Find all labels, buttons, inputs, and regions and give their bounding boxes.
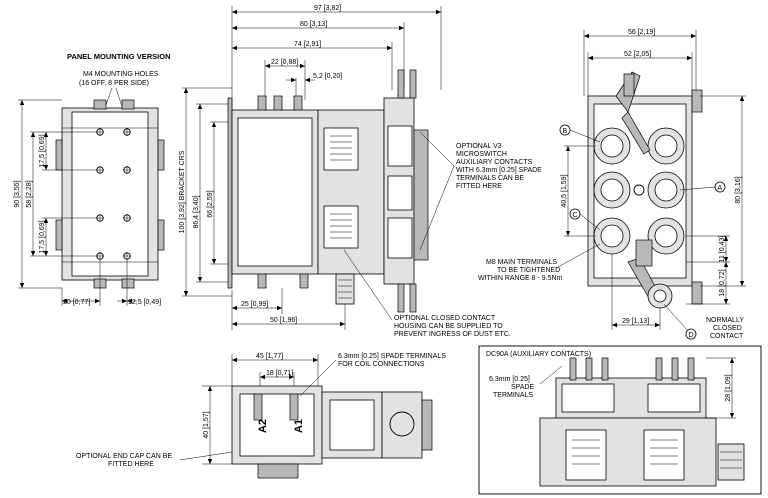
dim-12-5: 12,5 [0,49] bbox=[128, 299, 161, 306]
panel-plate bbox=[71, 111, 149, 277]
dim-52: 52 [2,05] bbox=[624, 51, 651, 58]
v3-note-1: OPTIONAL V3 bbox=[456, 143, 502, 150]
aux-box-title: DC90A (AUXILIARY CONTACTS) bbox=[486, 351, 591, 358]
spade-coil-note-1: 6.3mm [0.25] SPADE TERMINALS bbox=[338, 353, 446, 360]
end-cap-note-1: OPTIONAL END CAP CAN BE bbox=[76, 453, 172, 460]
v3-note-2: MICROSWITCH bbox=[456, 151, 507, 158]
dim-17-5-top: 17,5 [0,69] bbox=[39, 134, 46, 167]
coil-label-a2: A2 bbox=[257, 419, 269, 433]
aux-box-frame bbox=[478, 345, 762, 495]
front-view: 56 [2,19] 52 [2,05] B bbox=[478, 29, 746, 340]
dim-66: 66 [2,59] bbox=[207, 190, 214, 217]
panel-mounting-view: PANEL MOUNTING VERSION M4 MOUNTING HOLES… bbox=[14, 52, 170, 306]
closed-housing-note-1: OPTIONAL CLOSED CONTACT bbox=[394, 315, 496, 322]
dim-90: 90 [3,55] bbox=[14, 180, 21, 207]
dim-86-4: 86,4 [3,40] bbox=[193, 195, 200, 228]
side-view: 97 [3,82] 80 [3,13] 74 [2,91] 22 [0,88] … bbox=[179, 5, 542, 338]
end-cap-note-2: FITTED HERE bbox=[108, 461, 154, 468]
svg-text:D: D bbox=[689, 332, 694, 339]
v3-note-6: FITTED HERE bbox=[456, 183, 502, 190]
dim-56: 56 [2,19] bbox=[628, 29, 655, 36]
svg-text:A: A bbox=[718, 185, 723, 192]
closed-housing-note-3: PREVENT INGRESS OF DUST ETC. bbox=[394, 331, 511, 338]
dim-11: 11 [0,43] bbox=[719, 236, 726, 263]
dim-40: 40 [1,57] bbox=[203, 411, 210, 438]
dim-17-5-bottom: 17,5 [0,69] bbox=[39, 220, 46, 253]
bottom-view: 45 [1,77] 18 [0,71] 40 [1,57] A2 A1 6.3m… bbox=[76, 353, 446, 479]
v3-note-4: WITH 6.3mm [0.25] SPADE bbox=[456, 167, 542, 174]
dim-58: 58 [2,28] bbox=[26, 180, 33, 207]
mounting-holes-note-2: (16 OFF, 8 PER SIDE) bbox=[79, 80, 149, 87]
dim-97: 97 [3,82] bbox=[314, 5, 341, 12]
mounting-holes-note-1: M4 MOUNTING HOLES bbox=[83, 71, 159, 78]
aux-spade-note-3: TERMINALS bbox=[493, 392, 533, 399]
main-terminals-note-3: WITHIN RANGE 8 - 9.5Nm bbox=[478, 275, 563, 282]
normally-closed-note-1: NORMALLY bbox=[706, 317, 744, 324]
dim-20: 20 [0,77] bbox=[63, 299, 90, 306]
aux-spade-note-2: SPADE bbox=[511, 384, 535, 391]
dim-100-bracket: 100 [3,92] BRACKET CRS bbox=[179, 150, 186, 233]
dim-18: 18 [0,71] bbox=[266, 370, 293, 377]
main-terminals-note-2: TO BE TIGHTENED bbox=[497, 267, 560, 274]
dim-28: 28 [1,09] bbox=[725, 374, 732, 401]
marker-d bbox=[685, 328, 697, 340]
svg-text:B: B bbox=[563, 128, 568, 135]
m8-terminal-bolt bbox=[335, 273, 355, 305]
dim-40-5: 40,5 [1,59] bbox=[561, 174, 568, 207]
aux-contacts-panel: DC90A (AUXILIARY CONTACTS) 6.3mm [0.25] … bbox=[478, 345, 762, 495]
normally-closed-note-2: CLOSED bbox=[713, 325, 742, 332]
svg-text:C: C bbox=[573, 212, 578, 219]
closed-housing-note-2: HOUSING CAN BE SUPPLIED TO bbox=[394, 323, 503, 330]
coil-label-a1: A1 bbox=[293, 419, 305, 433]
dim-25: 25 [0,99] bbox=[241, 301, 268, 308]
dim-5-2: 5,2 [0,20] bbox=[313, 73, 342, 80]
v3-note-5: TERMINALS CAN BE bbox=[456, 175, 524, 182]
spade-coil-note-2: FOR COIL CONNECTIONS bbox=[338, 361, 425, 368]
dim-80-width: 80 [3,13] bbox=[300, 21, 327, 28]
dim-18-right: 18 [0,72] bbox=[719, 269, 726, 296]
main-terminals-note-1: M8 MAIN TERMINALS bbox=[486, 259, 557, 266]
normally-closed-note-3: CONTACT bbox=[710, 333, 744, 340]
aux-spade-note-1: 6.3mm [0.25] bbox=[489, 376, 530, 383]
dim-50: 50 [1,96] bbox=[270, 317, 297, 324]
panel-title: PANEL MOUNTING VERSION bbox=[67, 52, 170, 61]
dim-29: 29 [1,13] bbox=[622, 318, 649, 325]
dim-45: 45 [1,77] bbox=[256, 353, 283, 360]
v3-note-3: AUXILIARY CONTACTS bbox=[456, 159, 533, 166]
dim-22: 22 [0,88] bbox=[271, 59, 298, 66]
dim-80-height: 80 [3,16] bbox=[735, 176, 742, 203]
dim-74: 74 [2,91] bbox=[294, 41, 321, 48]
